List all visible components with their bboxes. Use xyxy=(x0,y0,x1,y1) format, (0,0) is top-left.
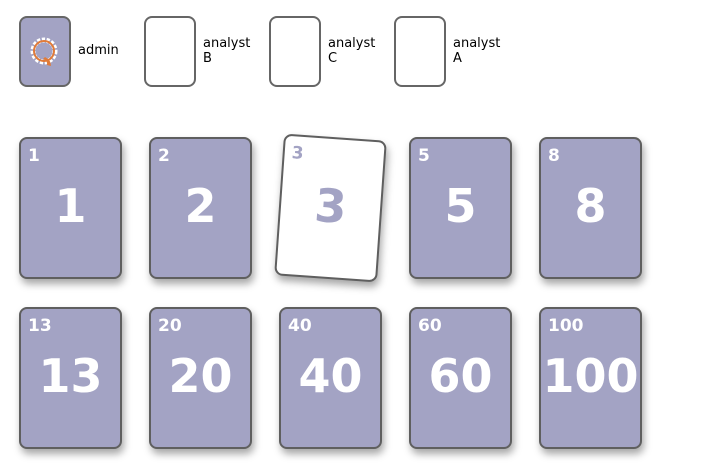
player-analyst-a xyxy=(394,16,446,87)
card-value: 20 xyxy=(168,349,233,403)
card-corner-value: 1 xyxy=(28,146,40,166)
player-name: analyst C xyxy=(328,36,376,66)
card-corner-value: 60 xyxy=(418,316,442,336)
card-corner-value: 20 xyxy=(158,316,182,336)
card-value: 8 xyxy=(574,179,607,233)
card-corner-value: 5 xyxy=(418,146,430,166)
logo-icon xyxy=(30,37,58,66)
card-corner-value: 8 xyxy=(548,146,560,166)
card-corner-value: 100 xyxy=(548,316,584,336)
card-corner-value: 40 xyxy=(288,316,312,336)
player-name: analyst A xyxy=(453,36,501,66)
card-value: 13 xyxy=(38,349,103,403)
card-value: 100 xyxy=(542,349,639,403)
card-60[interactable]: 60 60 xyxy=(409,307,512,449)
card-value: 2 xyxy=(184,179,217,233)
card-value: 60 xyxy=(428,349,493,403)
player-analyst-b xyxy=(144,16,196,87)
card-corner-value: 13 xyxy=(28,316,52,336)
card-value: 40 xyxy=(298,349,363,403)
player-name: analyst B xyxy=(203,36,251,66)
player-name: admin xyxy=(78,43,119,58)
card-40[interactable]: 40 40 xyxy=(279,307,382,449)
card-corner-value: 2 xyxy=(158,146,170,166)
player-admin xyxy=(19,16,71,87)
player-analyst-c xyxy=(269,16,321,87)
card-100[interactable]: 100 100 xyxy=(539,307,642,449)
card-corner-value: 3 xyxy=(291,143,305,164)
card-value: 3 xyxy=(312,177,349,235)
card-value: 5 xyxy=(444,179,477,233)
card-13[interactable]: 13 13 xyxy=(19,307,122,449)
card-value: 1 xyxy=(54,179,87,233)
